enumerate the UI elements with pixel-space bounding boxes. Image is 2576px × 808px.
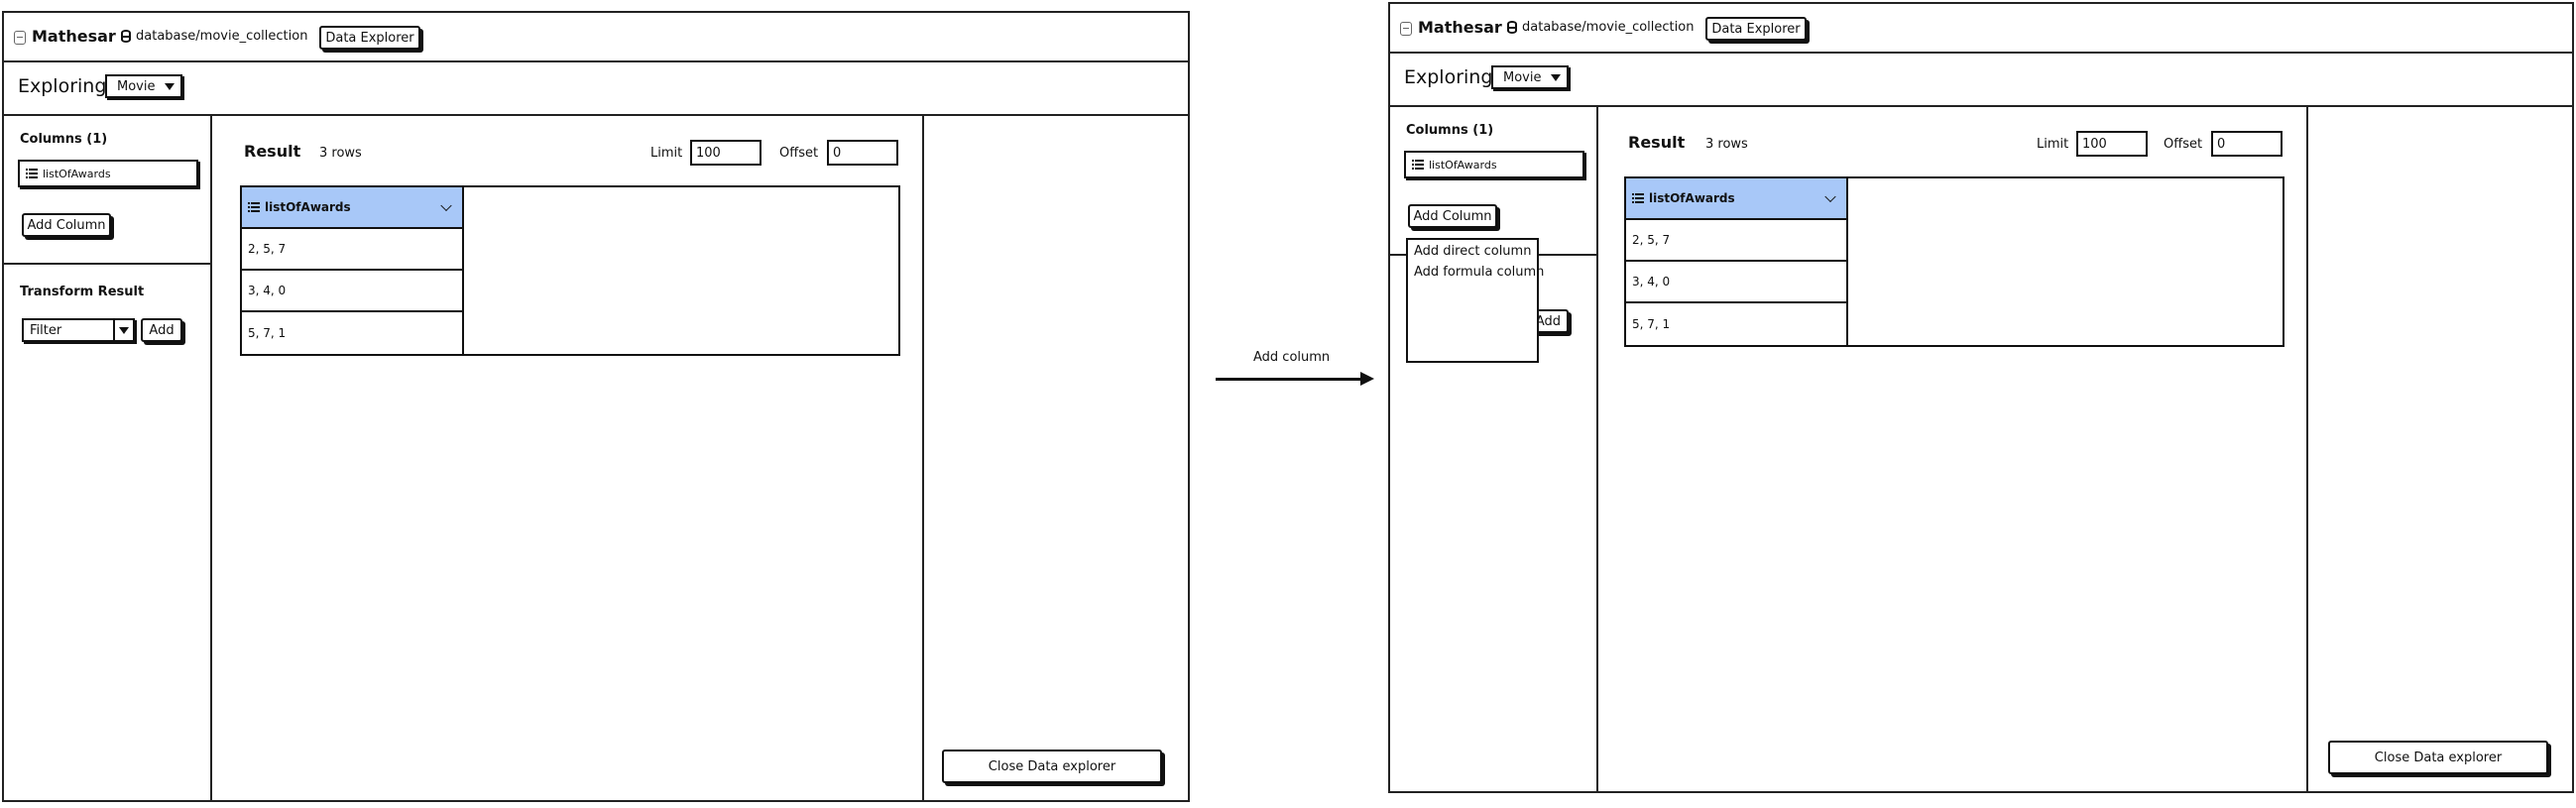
chevron-down-icon[interactable] xyxy=(440,199,452,212)
caret-down-icon xyxy=(165,83,175,90)
offset-label: Offset xyxy=(779,146,819,161)
top-bar: Mathesar database/movie_collection Data … xyxy=(4,13,1188,62)
add-direct-column-option[interactable]: Add direct column xyxy=(1414,244,1532,259)
limit-input[interactable]: 100 xyxy=(2076,131,2148,157)
column-chip[interactable]: listOfAwards xyxy=(1404,151,1584,178)
app-logo-icon xyxy=(1400,21,1412,36)
sidebar: Columns (1) listOfAwards Add Column Add xyxy=(1390,107,1598,791)
table-cell[interactable]: 2, 5, 7 xyxy=(242,229,464,271)
sidebar: Columns (1) listOfAwards Add Column Tran… xyxy=(4,116,212,800)
add-transform-button[interactable]: Add xyxy=(141,318,182,342)
add-column-dropdown: Add direct column Add formula column xyxy=(1406,238,1544,363)
chevron-down-icon[interactable] xyxy=(1824,190,1836,203)
table-select[interactable]: Movie xyxy=(1491,65,1569,89)
transition-label: Add column xyxy=(1253,350,1331,365)
inspector-panel xyxy=(922,116,1188,800)
app-title: Mathesar xyxy=(32,27,116,46)
table-select-value: Movie xyxy=(1503,69,1542,85)
app-title: Mathesar xyxy=(1418,18,1502,37)
add-column-button[interactable]: Add Column xyxy=(22,213,111,237)
offset-input[interactable]: 0 xyxy=(2211,131,2283,157)
top-bar: Mathesar database/movie_collection Data … xyxy=(1390,4,2572,54)
exploring-label: Exploring xyxy=(1404,66,1493,88)
sidebar-divider xyxy=(4,263,210,265)
list-icon xyxy=(1412,158,1424,172)
exploring-bar: Exploring Movie xyxy=(4,60,1188,116)
left-screen: Mathesar database/movie_collection Data … xyxy=(2,11,1190,802)
add-formula-column-option[interactable]: Add formula column xyxy=(1414,265,1545,280)
column-header[interactable]: listOfAwards xyxy=(242,187,464,229)
close-data-explorer-button[interactable]: Close Data explorer xyxy=(2328,741,2548,774)
table-select-value: Movie xyxy=(117,78,156,94)
data-explorer-button[interactable]: Data Explorer xyxy=(319,26,420,50)
arrow-right-icon xyxy=(1360,372,1374,386)
limit-label: Limit xyxy=(2037,137,2069,152)
list-icon xyxy=(1632,191,1644,205)
exploring-bar: Exploring Movie xyxy=(1390,52,2572,107)
right-screen: Mathesar database/movie_collection Data … xyxy=(1388,2,2574,793)
filter-select[interactable]: Filter xyxy=(22,318,135,342)
table-select[interactable]: Movie xyxy=(105,74,182,98)
column-header[interactable]: listOfAwards xyxy=(1626,178,1848,220)
result-label: Result xyxy=(244,142,301,161)
offset-label: Offset xyxy=(2164,137,2203,152)
exploring-label: Exploring xyxy=(18,75,107,97)
column-chip-label: listOfAwards xyxy=(1429,158,1497,172)
result-label: Result xyxy=(1628,133,1686,152)
table-cell[interactable]: 3, 4, 0 xyxy=(242,271,464,312)
breadcrumb[interactable]: database/movie_collection xyxy=(1507,20,1694,35)
table-cell[interactable]: 3, 4, 0 xyxy=(1626,262,1848,303)
table-cell[interactable]: 5, 7, 1 xyxy=(242,312,464,354)
limit-label: Limit xyxy=(650,146,683,161)
app-logo: Mathesar xyxy=(14,27,116,46)
result-grid: listOfAwards 2, 5, 7 3, 4, 0 5, 7, 1 xyxy=(240,185,900,356)
transition-arrow xyxy=(1216,378,1362,381)
list-icon xyxy=(248,200,260,214)
column-header-label: listOfAwards xyxy=(265,200,351,214)
app-logo: Mathesar xyxy=(1400,18,1502,37)
filter-select-value: Filter xyxy=(30,322,62,338)
limit-input[interactable]: 100 xyxy=(690,140,761,166)
data-explorer-button[interactable]: Data Explorer xyxy=(1705,17,1807,41)
transform-title: Transform Result xyxy=(20,285,145,299)
offset-input[interactable]: 0 xyxy=(827,140,898,166)
table-cell[interactable]: 2, 5, 7 xyxy=(1626,220,1848,262)
app-logo-icon xyxy=(14,30,26,45)
close-data-explorer-button[interactable]: Close Data explorer xyxy=(942,750,1162,783)
list-icon xyxy=(26,167,38,180)
caret-down-icon xyxy=(1551,74,1561,81)
result-grid: listOfAwards 2, 5, 7 3, 4, 0 5, 7, 1 xyxy=(1624,176,2284,347)
add-column-button[interactable]: Add Column xyxy=(1408,204,1497,228)
table-cell[interactable]: 5, 7, 1 xyxy=(1626,303,1848,345)
caret-down-icon xyxy=(119,327,129,334)
database-icon xyxy=(121,30,131,43)
inspector-panel xyxy=(2306,107,2572,791)
breadcrumb-database[interactable]: database/movie_collection xyxy=(1522,20,1695,35)
row-count: 3 rows xyxy=(319,146,362,161)
column-chip[interactable]: listOfAwards xyxy=(18,160,198,187)
column-chip-label: listOfAwards xyxy=(43,167,111,180)
breadcrumb[interactable]: database/movie_collection xyxy=(121,29,307,44)
columns-title: Columns (1) xyxy=(1406,123,1494,138)
database-icon xyxy=(1507,21,1517,34)
row-count: 3 rows xyxy=(1705,137,1748,152)
column-header-label: listOfAwards xyxy=(1649,191,1735,205)
columns-title: Columns (1) xyxy=(20,132,108,147)
breadcrumb-database[interactable]: database/movie_collection xyxy=(136,29,308,44)
